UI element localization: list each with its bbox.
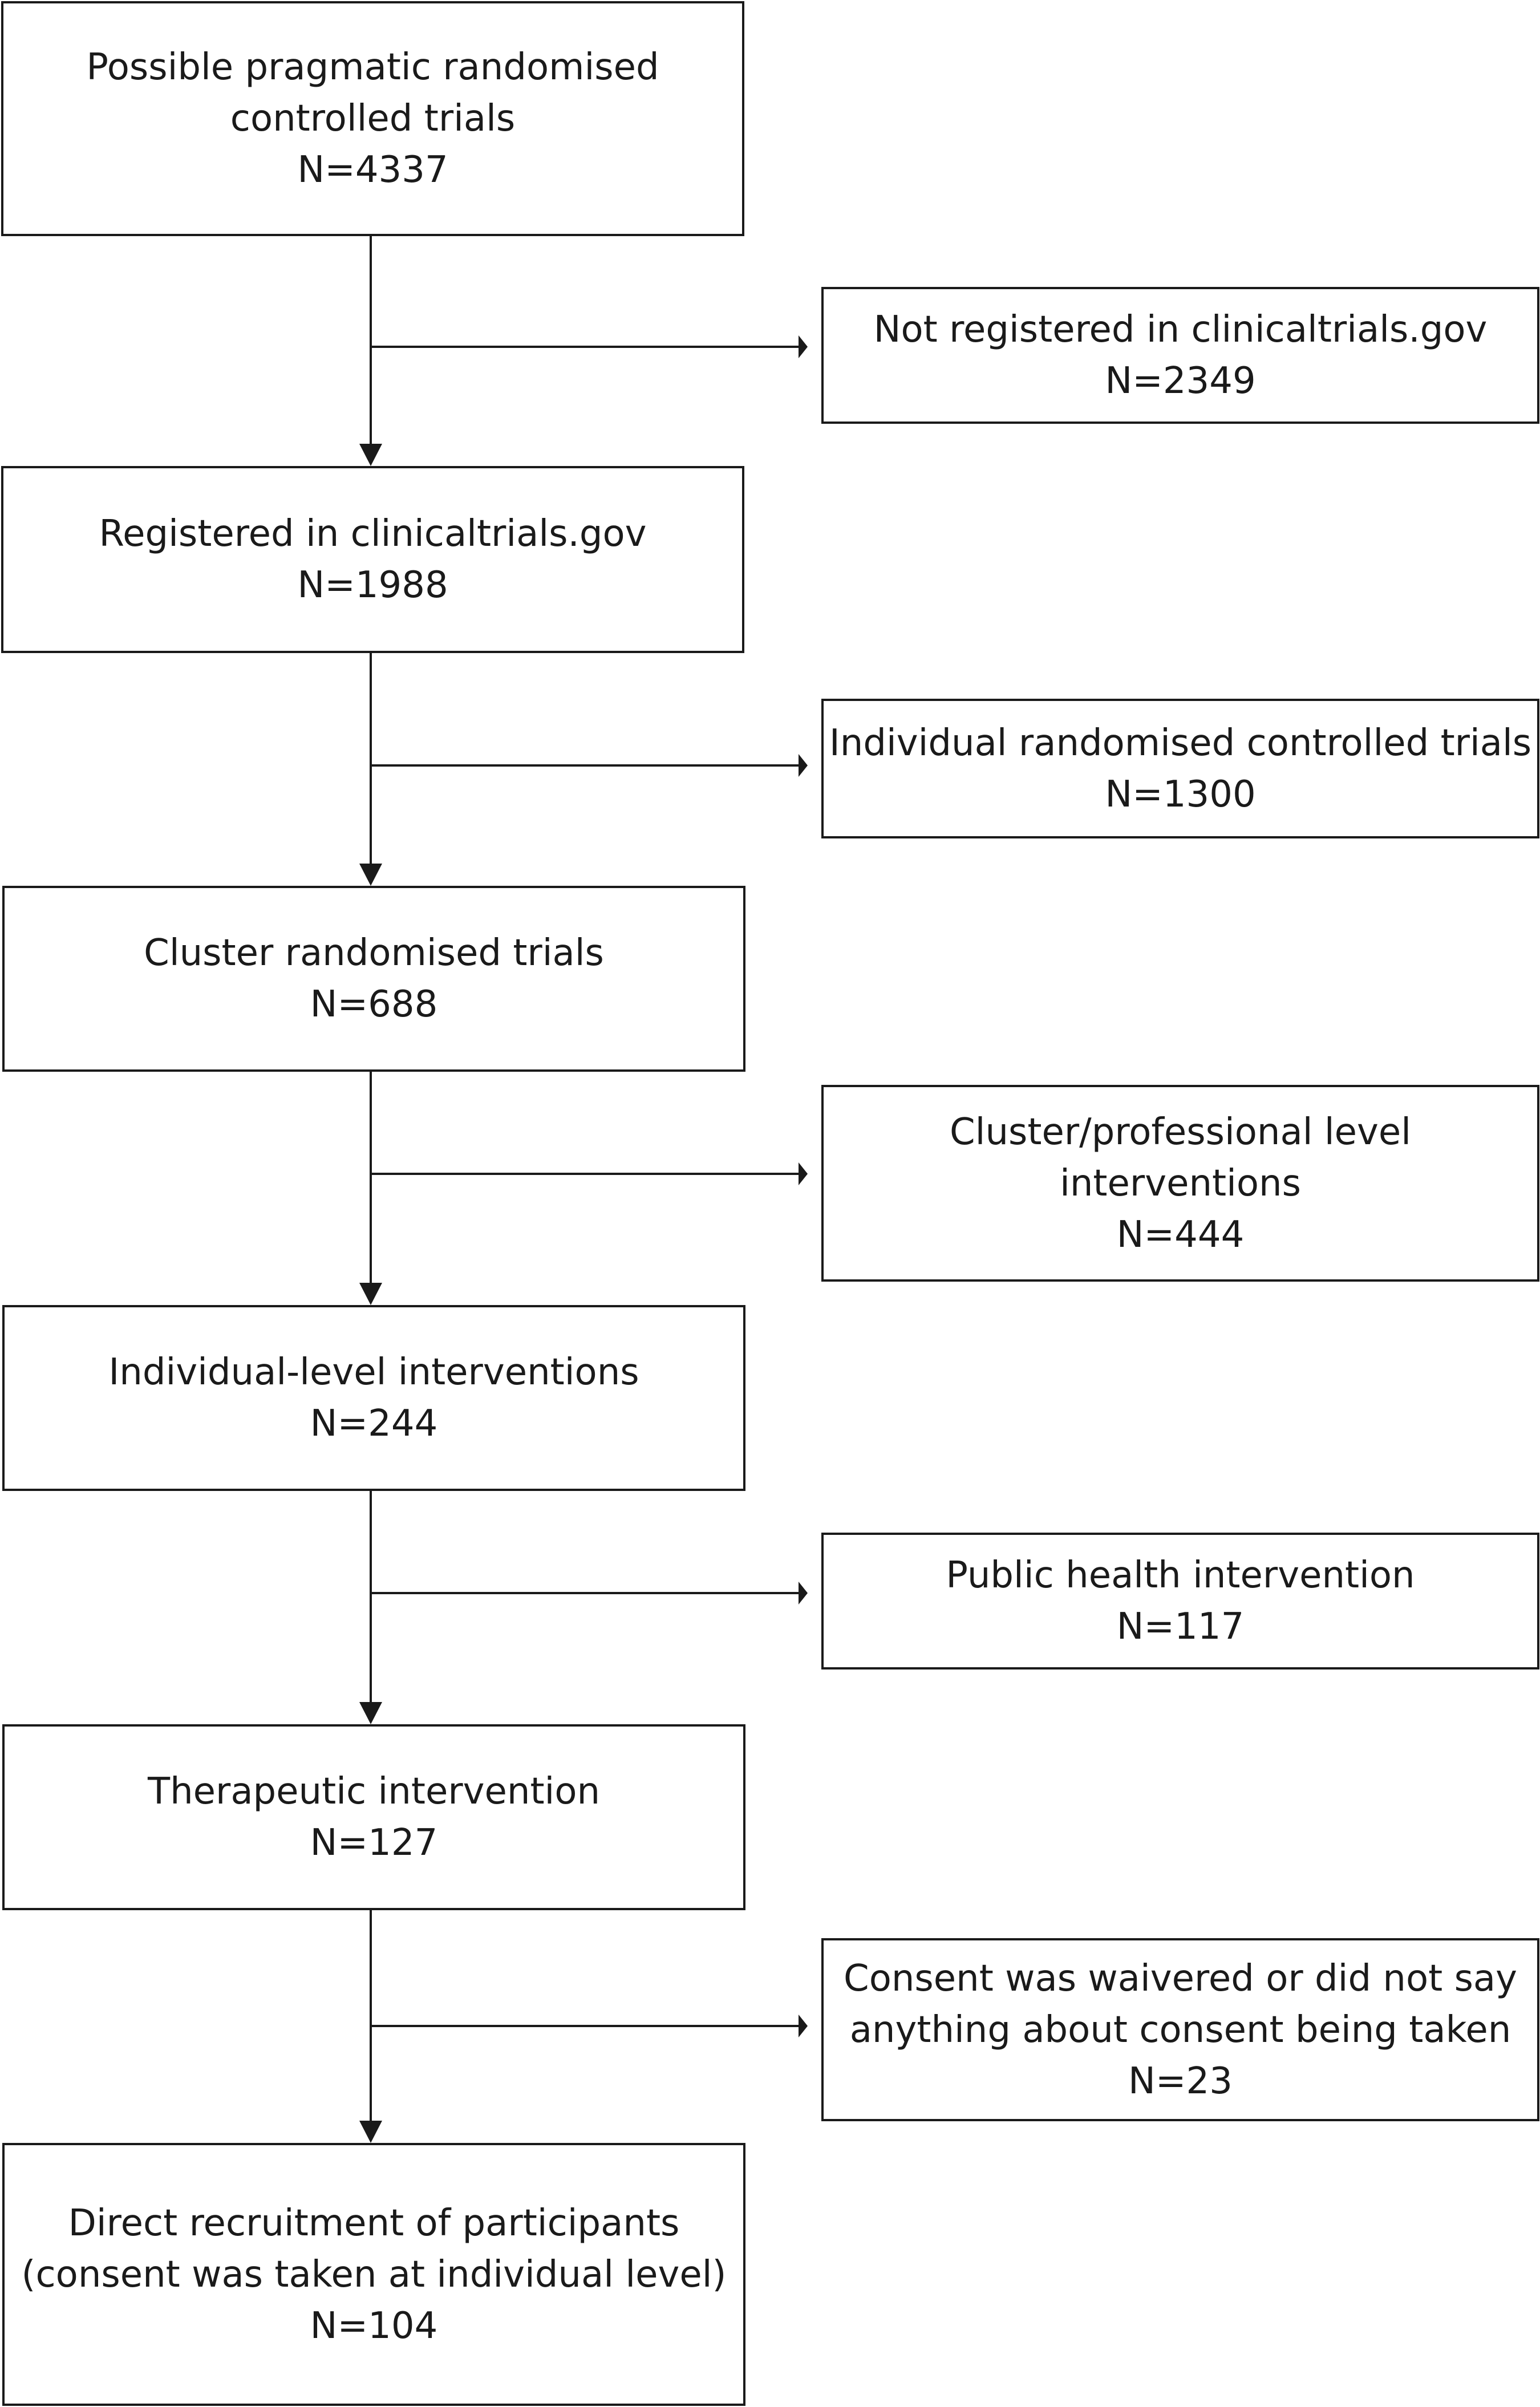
box-count: N=127 bbox=[310, 1822, 438, 1864]
box-text-line: interventions bbox=[1060, 1162, 1301, 1205]
box-text-line: Consent was waivered or did not say bbox=[844, 1957, 1517, 2000]
box-count: N=104 bbox=[310, 2304, 438, 2347]
box-text-line: Not registered in clinicaltrials.gov bbox=[873, 309, 1488, 351]
box-text-line: Individual-level interventions bbox=[108, 1351, 639, 1393]
box-consent-waivered: Consent was waivered or did not say anyt… bbox=[821, 1938, 1539, 2121]
side-arrowhead-5 bbox=[799, 2015, 808, 2037]
box-text-line: Therapeutic intervention bbox=[147, 1770, 601, 1813]
box-registered-clinicaltrials: Registered in clinicaltrials.gov N=1988 bbox=[1, 466, 744, 653]
box-text-line: anything about consent being taken bbox=[849, 2008, 1511, 2051]
box-individual-level-interventions: Individual-level interventions N=244 bbox=[2, 1305, 745, 1491]
side-arrowhead-4 bbox=[799, 1582, 808, 1604]
down-arrowhead-5 bbox=[359, 2121, 382, 2143]
side-arrowhead-1 bbox=[799, 335, 808, 358]
box-cluster-randomised-trials: Cluster randomised trials N=688 bbox=[2, 886, 745, 1072]
box-count: N=1300 bbox=[1105, 773, 1256, 816]
box-not-registered: Not registered in clinicaltrials.gov N=2… bbox=[821, 287, 1539, 424]
box-text-line: Direct recruitment of participants bbox=[68, 2202, 680, 2244]
box-count: N=1988 bbox=[297, 564, 448, 606]
box-count: N=688 bbox=[310, 983, 438, 1026]
down-arrowhead-3 bbox=[359, 1283, 382, 1305]
box-individual-rcts: Individual randomised controlled trials … bbox=[821, 699, 1539, 838]
side-arrowhead-2 bbox=[799, 754, 808, 777]
box-text-line: Registered in clinicaltrials.gov bbox=[99, 513, 647, 555]
box-count: N=244 bbox=[310, 1403, 438, 1445]
box-count: N=23 bbox=[1128, 2060, 1233, 2102]
box-text-line: Public health intervention bbox=[946, 1554, 1415, 1596]
box-possible-pragmatic-trials: Possible pragmatic randomised controlled… bbox=[1, 1, 744, 236]
box-count: N=117 bbox=[1116, 1606, 1245, 1648]
box-public-health-intervention: Public health intervention N=117 bbox=[821, 1533, 1539, 1669]
box-therapeutic-intervention: Therapeutic intervention N=127 bbox=[2, 1724, 745, 1910]
box-text-line: Cluster randomised trials bbox=[144, 932, 604, 974]
box-text-line: (consent was taken at individual level) bbox=[21, 2253, 727, 2296]
box-cluster-professional-interventions: Cluster/professional level interventions… bbox=[821, 1085, 1539, 1282]
box-count: N=4337 bbox=[297, 149, 448, 191]
down-arrowhead-1 bbox=[359, 444, 382, 466]
down-arrowhead-2 bbox=[359, 864, 382, 886]
box-text-line: Individual randomised controlled trials bbox=[829, 722, 1532, 764]
box-text-line: controlled trials bbox=[230, 98, 516, 140]
box-count: N=2349 bbox=[1105, 360, 1256, 402]
down-arrowhead-4 bbox=[359, 1702, 382, 1724]
box-text-line: Possible pragmatic randomised bbox=[86, 46, 659, 88]
side-arrowhead-3 bbox=[799, 1162, 808, 1185]
box-count: N=444 bbox=[1116, 1213, 1245, 1256]
box-direct-recruitment: Direct recruitment of participants (cons… bbox=[2, 2143, 745, 2406]
box-text-line: Cluster/professional level bbox=[949, 1111, 1412, 1153]
